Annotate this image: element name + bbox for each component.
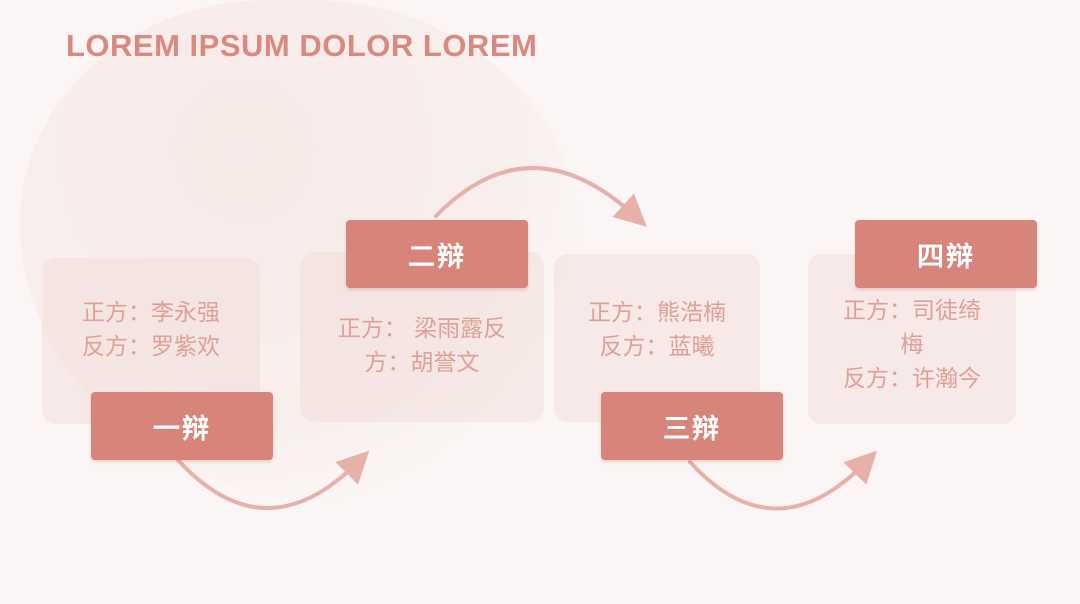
- arc-connector-2: [434, 166, 647, 227]
- round-4-line-3: 反方：许瀚今: [843, 366, 981, 392]
- round-2-line-1: 正方： 梁雨露反: [337, 316, 507, 342]
- arc-connector-3: [688, 450, 878, 511]
- round-3-tag: 三辩: [601, 392, 783, 460]
- round-3-line-1: 正方：熊浩楠: [588, 300, 726, 326]
- round-1-info: 正方：李永强 反方：罗紫欢: [42, 296, 260, 364]
- round-4-line-2: 梅: [900, 332, 924, 358]
- round-1-tag: 一辩: [91, 392, 273, 460]
- arc-connector-1: [176, 450, 370, 510]
- round-4-line-1: 正方：司徒绮: [843, 298, 981, 324]
- round-4-info: 正方：司徒绮 梅 反方：许瀚今: [808, 294, 1016, 396]
- page-title: LOREM IPSUM DOLOR LOREM: [66, 28, 538, 63]
- round-1-line-1: 正方：李永强: [82, 300, 220, 326]
- round-3-info: 正方：熊浩楠 反方：蓝曦: [554, 296, 760, 364]
- round-4-tag: 四辩: [855, 220, 1037, 288]
- round-2-info: 正方： 梁雨露反 方：胡誉文: [300, 312, 544, 380]
- round-2-line-2: 方：胡誉文: [364, 350, 480, 376]
- round-2-tag: 二辩: [346, 220, 528, 288]
- round-3-line-2: 反方：蓝曦: [599, 334, 715, 360]
- round-1-line-2: 反方：罗紫欢: [82, 334, 220, 360]
